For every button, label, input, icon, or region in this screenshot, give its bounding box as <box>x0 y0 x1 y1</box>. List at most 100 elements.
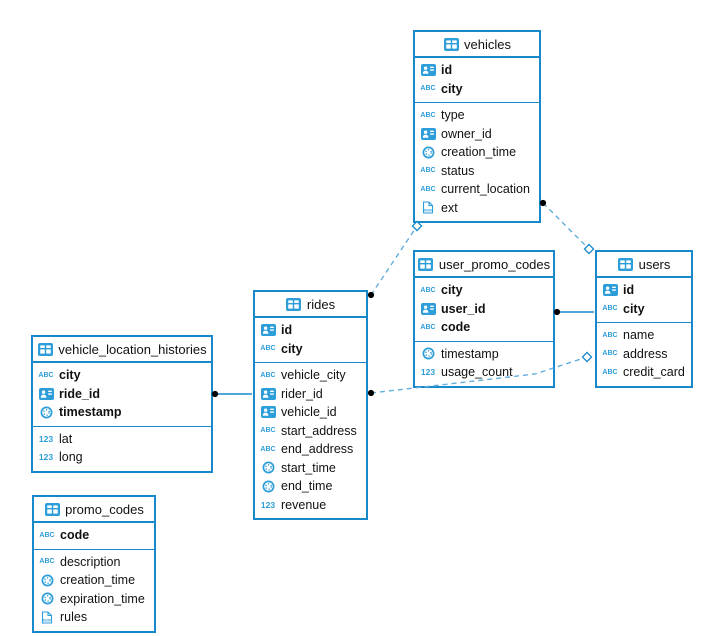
timestamp-icon <box>260 461 276 474</box>
column-name: vehicle_id <box>281 405 337 420</box>
relationship-user_promo_codes-to-users <box>553 308 594 316</box>
column-row[interactable]: JSON ext <box>415 199 539 218</box>
cardinality-dot-marker <box>367 291 375 299</box>
column-name: ride_id <box>59 386 100 401</box>
column-row[interactable]: start_time <box>255 459 366 478</box>
column-name: creation_time <box>60 573 136 588</box>
table-header[interactable]: users <box>597 252 691 278</box>
text-type-icon: ABC <box>420 111 436 119</box>
cardinality-diamond-marker <box>581 351 593 363</box>
column-name: owner_id <box>441 126 492 141</box>
timestamp-icon <box>39 574 55 587</box>
column-row[interactable]: owner_id <box>415 125 539 144</box>
number-type-icon: 123 <box>38 452 54 462</box>
column-name: type <box>441 108 465 123</box>
column-row[interactable]: timestamp <box>33 403 211 422</box>
column-name: rider_id <box>281 386 323 401</box>
column-row[interactable]: creation_time <box>415 143 539 162</box>
column-row[interactable]: expiration_time <box>34 590 154 609</box>
text-type-icon: ABC <box>420 167 436 175</box>
column-row[interactable]: rider_id <box>255 385 366 404</box>
table-header[interactable]: vehicles <box>415 32 539 58</box>
text-type-icon: ABC <box>260 345 276 353</box>
column-row[interactable]: end_time <box>255 477 366 496</box>
json-type-icon: JSON <box>39 611 55 624</box>
table-title: promo_codes <box>65 501 144 517</box>
column-row[interactable]: vehicle_id <box>255 403 366 422</box>
table-header[interactable]: user_promo_codes <box>415 252 553 278</box>
column-name: ext <box>441 200 458 215</box>
text-type-icon: ABC <box>420 323 436 331</box>
column-name: timestamp <box>441 346 499 361</box>
column-row[interactable]: ABC city <box>255 340 366 359</box>
column-row[interactable]: id <box>255 321 366 340</box>
table-header[interactable]: rides <box>255 292 366 318</box>
column-row[interactable]: id <box>415 61 539 80</box>
timestamp-icon <box>420 347 436 360</box>
column-row[interactable]: ABC type <box>415 106 539 125</box>
cardinality-dot-marker <box>367 389 375 397</box>
column-name: city <box>281 341 303 356</box>
column-name: id <box>281 323 293 338</box>
text-type-icon: ABC <box>38 371 54 379</box>
relationship-vehicle_location_histories-to-rides <box>211 390 252 398</box>
timestamp-icon <box>260 480 276 493</box>
column-row[interactable]: id <box>597 281 691 300</box>
text-type-icon: ABC <box>420 85 436 93</box>
id-badge-icon <box>260 406 276 419</box>
column-row[interactable]: ride_id <box>33 385 211 404</box>
table-header[interactable]: vehicle_location_histories <box>33 337 211 363</box>
svg-text:JSON: JSON <box>423 209 433 213</box>
column-name: expiration_time <box>60 591 145 606</box>
column-name: start_address <box>281 423 357 438</box>
text-type-icon: ABC <box>260 427 276 435</box>
table-title: vehicles <box>464 36 511 52</box>
number-type-icon: 123 <box>260 499 276 510</box>
timestamp-icon <box>39 592 55 605</box>
column-name: timestamp <box>59 405 122 420</box>
table-header[interactable]: promo_codes <box>34 497 154 523</box>
table-title: vehicle_location_histories <box>58 341 207 357</box>
column-row[interactable]: timestamp <box>415 345 553 364</box>
table-icon <box>618 257 634 271</box>
column-name: start_time <box>281 460 336 475</box>
column-row[interactable]: creation_time <box>34 571 154 590</box>
column-row[interactable]: user_id <box>415 300 553 319</box>
column-row[interactable]: ABC start_address <box>255 422 366 441</box>
id-badge-icon <box>260 324 276 337</box>
id-badge-icon <box>420 302 436 315</box>
